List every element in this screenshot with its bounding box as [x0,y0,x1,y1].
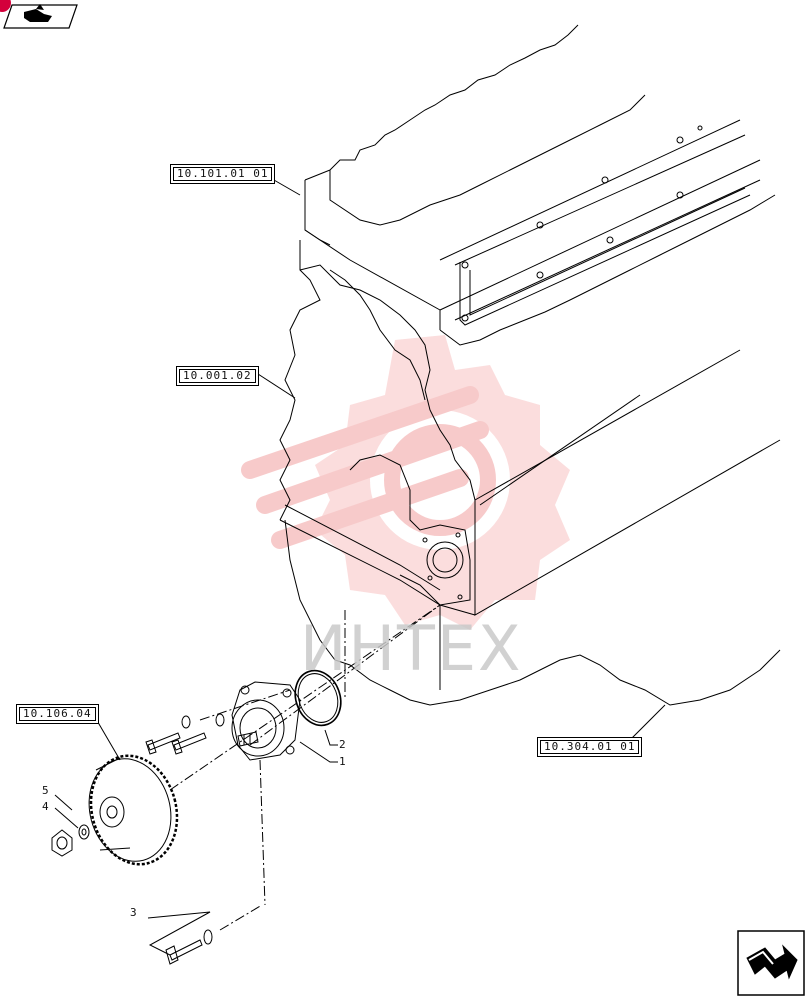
pump-bolts [145,713,225,755]
callout-item-5: 5 [42,784,49,797]
lower-bolt-part [165,929,213,965]
previous-page-icon [0,0,78,29]
ref-oil-sump[interactable]: 10.304.01 01 [537,737,643,757]
callout-item-2: 2 [339,738,346,751]
watermark-text: ИНТЕХ [300,612,523,685]
ref-engine-block[interactable]: 10.001.02 [176,366,259,386]
previous-page-button[interactable] [0,0,80,30]
oil-pump-part [231,681,301,761]
ref-drive-gear[interactable]: 10.106.04 [16,704,99,724]
callout-item-4: 4 [42,800,49,813]
assembly-centerlines [169,604,441,931]
drive-gear-part [88,754,179,866]
callout-item-1: 1 [339,755,346,768]
engine-block [279,24,781,706]
callout-item-3: 3 [130,906,137,919]
flange-bolt-holes [461,125,703,322]
o-ring-part [294,669,342,727]
next-page-button[interactable] [737,930,805,996]
nut-washer-part [51,824,90,857]
ref-cylinder-head[interactable]: 10.101.01 01 [170,164,276,184]
next-page-icon [737,930,805,996]
